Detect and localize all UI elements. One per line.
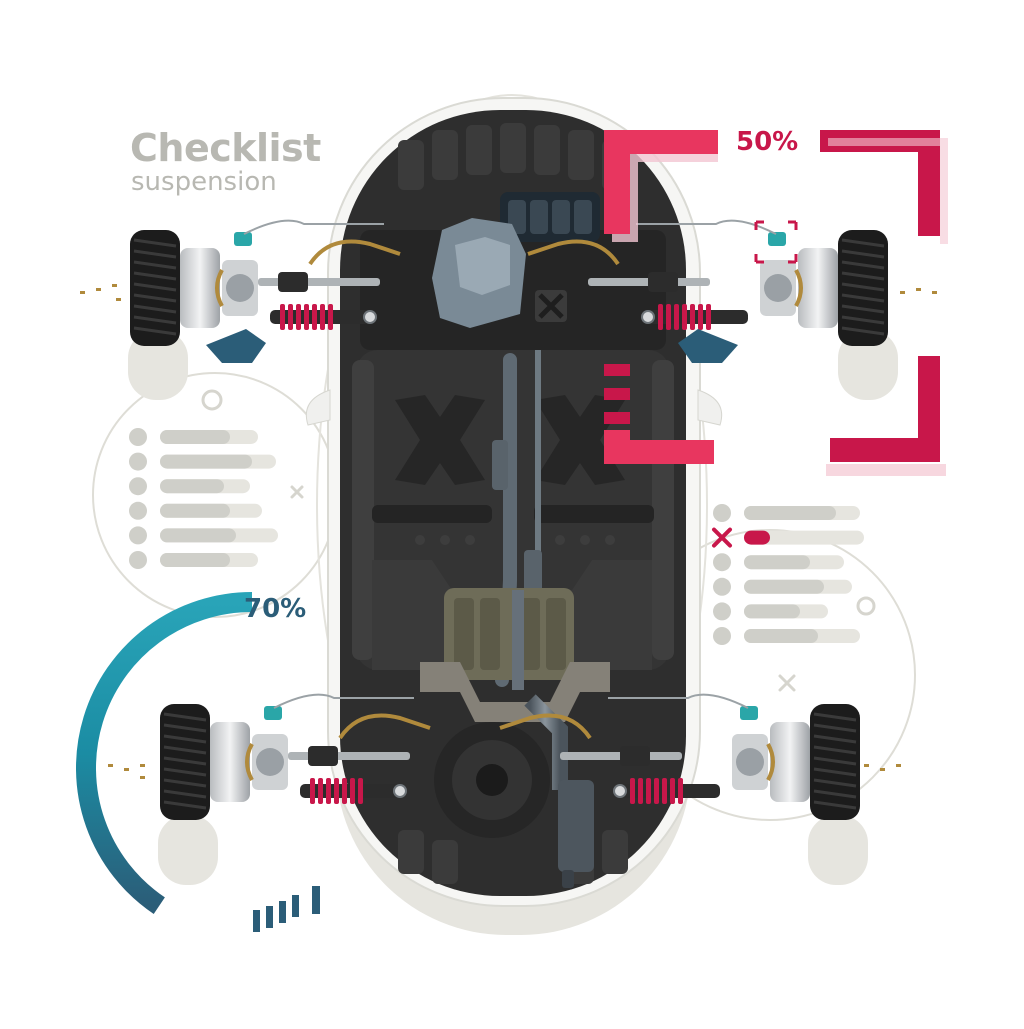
circle-bullet-icon [129, 501, 147, 520]
page-subtitle: suspension [131, 167, 277, 197]
circle-bullet-icon [129, 428, 147, 446]
circle-bullet-icon [129, 526, 147, 545]
checklist-row [713, 553, 844, 572]
checklist-row [713, 602, 828, 621]
cross-icon [712, 527, 732, 548]
checklist-row [129, 501, 262, 520]
circle-bullet-icon [713, 602, 731, 621]
checklist-row [129, 526, 278, 545]
checklist-row [129, 551, 258, 569]
dash-decorations [80, 284, 937, 779]
checklist-row [712, 527, 864, 548]
small-cross-icon [290, 485, 796, 692]
progress-label-rear-left: 70% [244, 594, 307, 624]
wheel-rear-left [160, 693, 431, 820]
checklist-left [129, 428, 278, 569]
checklist-row [129, 477, 250, 496]
circle-bullet-icon [713, 504, 731, 522]
circle-bullet-icon [129, 452, 147, 471]
circle-bullet-icon [129, 551, 147, 569]
circle-bullet-icon [713, 553, 731, 572]
circle-outline-icon [201, 389, 876, 616]
focus-bracket-front-right [604, 130, 948, 476]
checklist-row [713, 627, 860, 645]
page-title: Checklist [130, 126, 321, 170]
progress-label-front-right: 50% [736, 127, 799, 157]
checklist-row [713, 504, 860, 522]
checklist-right [712, 504, 864, 645]
checklist-row [713, 577, 852, 596]
arc-ticks [253, 886, 320, 932]
wheel-rear-right [499, 693, 860, 820]
exhaust-system [420, 350, 610, 888]
checklist-row [129, 428, 258, 446]
progress-ring-rear-left [76, 592, 320, 932]
circle-bullet-icon [713, 577, 731, 596]
wheel-front-right [527, 219, 888, 363]
checklist-row [129, 452, 276, 471]
engine-block [432, 192, 600, 328]
wheel-front-left [130, 219, 401, 363]
wheel-assemblies [130, 219, 888, 820]
circle-bullet-icon [713, 627, 731, 645]
circle-bullet-icon [129, 477, 147, 496]
